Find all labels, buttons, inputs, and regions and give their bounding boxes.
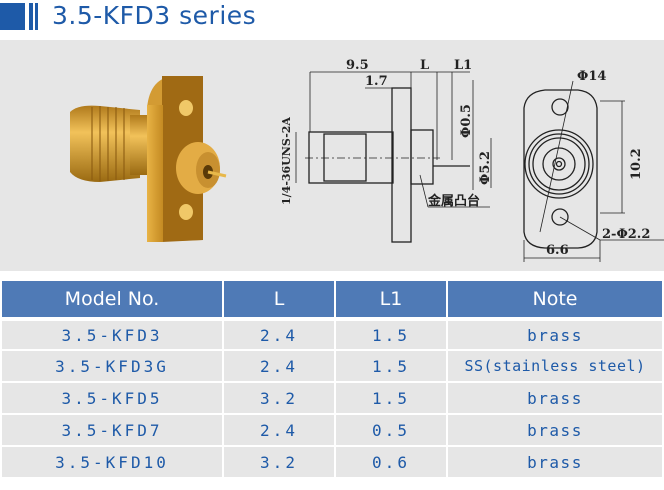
cell-l1: 1.5 xyxy=(336,349,446,381)
side-view-drawing xyxy=(295,71,492,243)
col-l: L xyxy=(224,281,334,317)
cell-note: brass xyxy=(448,317,662,349)
title-decor-block xyxy=(0,3,25,30)
dim-l: L xyxy=(420,58,429,73)
col-note: Note xyxy=(448,281,662,317)
dim-phi-5-2: Φ5.2 xyxy=(478,151,493,185)
cell-l: 2.4 xyxy=(224,317,334,349)
cell-l: 3.2 xyxy=(224,381,334,413)
connector-photo xyxy=(70,76,227,242)
page-title: 3.5-KFD3 series xyxy=(52,1,257,30)
col-l1: L1 xyxy=(336,281,446,317)
dim-phi-0-5: Φ0.5 xyxy=(459,104,474,138)
title-decor-bar xyxy=(35,3,38,30)
dim-phi-14: Φ14 xyxy=(577,69,606,84)
dim-l1: L1 xyxy=(454,58,472,73)
cell-l1: 1.5 xyxy=(336,381,446,413)
cell-note: brass xyxy=(448,445,662,477)
cell-note: SS(stainless steel) xyxy=(448,349,662,381)
dim-9-5: 9.5 xyxy=(346,58,369,73)
col-model: Model No. xyxy=(2,281,222,317)
label-metal-boss: 金属凸台 xyxy=(427,193,480,209)
cell-model: 3.5-KFD7 xyxy=(2,413,222,445)
product-figure: 9.5 L L1 1.7 Φ0.5 Φ5.2 1/4-36UNS-2A 金属凸台… xyxy=(0,40,664,271)
cell-model: 3.5-KFD3G xyxy=(2,349,222,381)
front-view-drawing xyxy=(523,80,664,262)
cell-model: 3.5-KFD3 xyxy=(2,317,222,349)
cell-note: brass xyxy=(448,413,662,445)
cell-l1: 1.5 xyxy=(336,317,446,349)
title-bar: 3.5-KFD3 series xyxy=(0,0,664,40)
table-header-row: Model No. L L1 Note xyxy=(2,281,662,317)
dim-1-7: 1.7 xyxy=(365,74,388,89)
cell-l: 3.2 xyxy=(224,445,334,477)
cell-note: brass xyxy=(448,381,662,413)
cell-model: 3.5-KFD10 xyxy=(2,445,222,477)
title-decor-bar xyxy=(29,3,33,30)
dim-holes: 2-Φ2.2 xyxy=(602,227,650,242)
cell-l: 2.4 xyxy=(224,349,334,381)
cell-model: 3.5-KFD5 xyxy=(2,381,222,413)
dim-6-6: 6.6 xyxy=(546,243,569,258)
cell-l: 2.4 xyxy=(224,413,334,445)
cell-l1: 0.6 xyxy=(336,445,446,477)
dim-10-2: 10.2 xyxy=(629,148,644,180)
dim-thread: 1/4-36UNS-2A xyxy=(280,117,293,205)
cell-l1: 0.5 xyxy=(336,413,446,445)
